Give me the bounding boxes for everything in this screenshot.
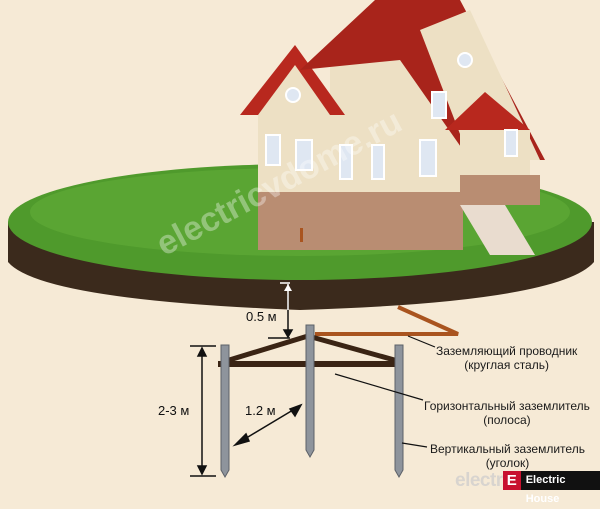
house-illustration <box>240 0 545 255</box>
label-subtitle: (полоса) <box>483 413 531 427</box>
label-title: Вертикальный заземлитель <box>430 442 585 456</box>
vertical-ground-rods <box>220 324 404 479</box>
label-title: Горизонтальный заземлитель <box>424 399 590 413</box>
electric-house-logo: electr E Electric House <box>455 469 600 505</box>
label-horizontal-electrode: Горизонтальный заземлитель (полоса) <box>424 399 590 427</box>
dimension-lines <box>190 282 303 477</box>
logo-watermark-text: electr <box>455 469 503 491</box>
label-vertical-electrode: Вертикальный заземлитель (уголок) <box>430 442 585 470</box>
leader-lines <box>334 335 436 448</box>
grounding-scene <box>8 0 594 479</box>
grounding-conductor <box>315 305 459 336</box>
label-grounding-conductor: Заземляющий проводник (круглая сталь) <box>436 344 577 372</box>
depth-dimension-label: 0.5 м <box>246 309 277 324</box>
logo-name: Electric House <box>520 471 600 505</box>
rod-length-dimension-label: 2-3 м <box>158 403 190 418</box>
label-subtitle: (круглая сталь) <box>464 358 549 372</box>
logo-badge: E <box>502 471 521 490</box>
spacing-dimension-label: 1.2 м <box>245 403 276 418</box>
label-title: Заземляющий проводник <box>436 344 578 358</box>
label-subtitle: (уголок) <box>485 456 530 470</box>
